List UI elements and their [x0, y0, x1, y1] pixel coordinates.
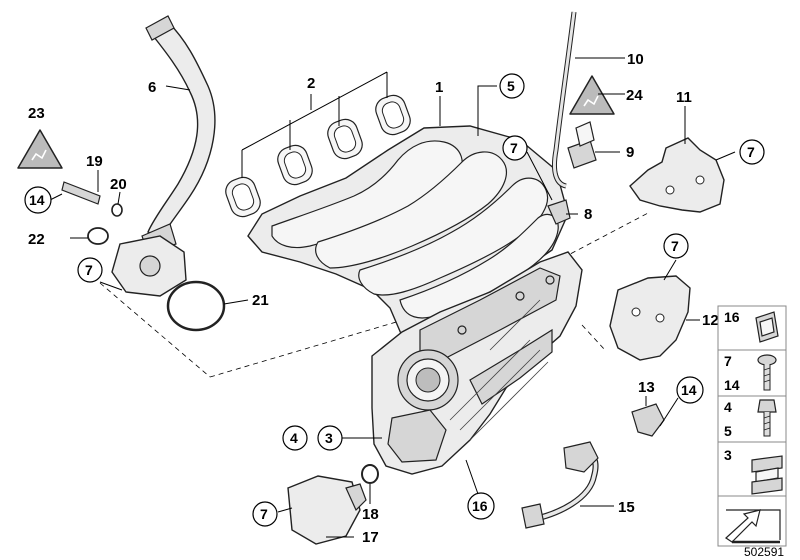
o-ring-18 [361, 464, 379, 484]
legend-arrow-symbol [725, 509, 781, 544]
clip-8 [547, 199, 571, 225]
intake-manifold [247, 125, 583, 475]
leader-lines [49, 57, 736, 538]
callout-14b: 14 [676, 376, 704, 404]
vacuum-line [551, 11, 577, 189]
hose-15 [521, 441, 599, 529]
callout-24-label: 24 [626, 87, 643, 104]
callout-13-label: 13 [638, 379, 655, 396]
callout-7a: 7 [502, 135, 528, 161]
callout-9-label: 9 [626, 144, 634, 161]
callout-19: 19 [86, 153, 103, 170]
callout-14b-label: 14 [681, 382, 697, 398]
callout-13: 13 [638, 379, 655, 396]
callout-19-label: 19 [86, 153, 103, 170]
callout-21-label: 21 [252, 292, 269, 309]
sensor-13 [631, 403, 665, 437]
housing-6-base [111, 235, 187, 297]
callout-7e: 7 [252, 501, 278, 527]
callout-21: 21 [252, 292, 269, 309]
callout-11: 11 [676, 89, 692, 106]
callout-7c: 7 [663, 233, 689, 259]
bracket-12 [609, 275, 691, 361]
legend-16-label: 16 [724, 309, 740, 325]
callout-11-label: 11 [676, 89, 692, 106]
callout-18-label: 18 [362, 506, 379, 523]
legend-5-label: 5 [724, 423, 732, 439]
callout-15: 15 [618, 499, 635, 516]
callout-23-label: 23 [28, 105, 45, 122]
legend-panel: 16 7 14 4 5 3 [717, 305, 787, 547]
callout-10-label: 10 [627, 51, 644, 68]
legend-4-label: 4 [724, 399, 732, 415]
callout-8-label: 8 [584, 206, 592, 223]
o-ring-21 [166, 280, 226, 332]
callout-23: 23 [28, 105, 45, 122]
callout-18: 18 [362, 506, 379, 523]
intake-hose [141, 15, 216, 255]
legend-14-label: 14 [724, 377, 740, 393]
callout-3-label: 3 [325, 430, 333, 446]
callout-7d-label: 7 [85, 262, 93, 278]
callout-22: 22 [28, 231, 45, 248]
callout-12-label: 12 [702, 312, 719, 329]
callout-8: 8 [584, 206, 592, 223]
callout-12: 12 [702, 312, 719, 329]
callout-16: 16 [467, 492, 495, 520]
callout-5-label: 5 [507, 78, 515, 94]
legend-row-7-14: 7 14 [724, 353, 777, 393]
callout-20-label: 20 [110, 176, 127, 193]
callout-24: 24 [626, 87, 643, 104]
callout-2: 2 [307, 75, 315, 92]
callout-9: 9 [626, 144, 634, 161]
callout-7a-label: 7 [510, 140, 518, 156]
actuator-17 [287, 475, 367, 545]
callout-2-label: 2 [307, 75, 315, 92]
callout-17: 17 [362, 529, 379, 546]
legend-7-label: 7 [724, 353, 732, 369]
warning-triangle-24 [569, 75, 615, 115]
callout-5: 5 [499, 73, 525, 99]
callout-6: 6 [148, 79, 156, 96]
callout-7c-label: 7 [671, 238, 679, 254]
callout-4-label: 4 [290, 430, 298, 446]
callout-15-label: 15 [618, 499, 635, 516]
callout-7b-label: 7 [747, 144, 755, 160]
callout-7b: 7 [739, 139, 765, 165]
reference-number: 502591 [744, 545, 784, 559]
callout-7e-label: 7 [260, 506, 268, 522]
callout-1-label: 1 [435, 79, 443, 96]
legend-row-3: 3 [724, 447, 783, 495]
callout-20: 20 [110, 176, 127, 193]
callout-1: 1 [435, 79, 443, 96]
callout-6-label: 6 [148, 79, 156, 96]
callout-4: 4 [282, 425, 308, 451]
warning-triangle-23 [17, 129, 63, 169]
callout-14a-label: 14 [29, 192, 45, 208]
callout-22-label: 22 [28, 231, 45, 248]
legend-row-16: 16 [724, 309, 779, 343]
sensor-9 [567, 121, 597, 169]
callout-3: 3 [317, 425, 343, 451]
callout-14a: 14 [24, 186, 52, 214]
bracket-11 [629, 137, 725, 213]
legend-3-label: 3 [724, 447, 732, 463]
callout-17-label: 17 [362, 529, 379, 546]
small-parts-left [61, 181, 123, 245]
callout-16-label: 16 [472, 498, 488, 514]
callout-7d: 7 [77, 257, 103, 283]
legend-row-4-5: 4 5 [724, 399, 777, 439]
callout-10: 10 [627, 51, 644, 68]
